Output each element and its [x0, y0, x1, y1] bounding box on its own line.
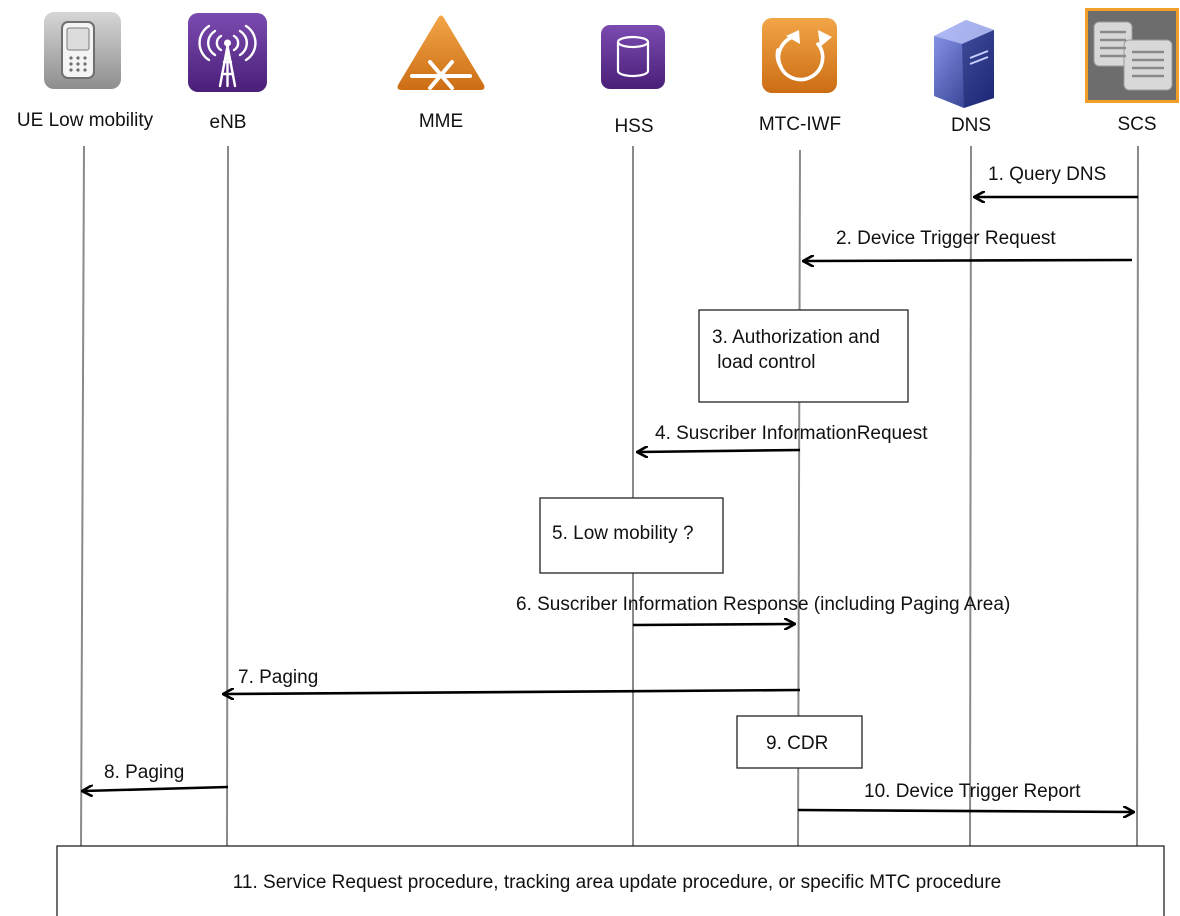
server-stack-icon: [1085, 8, 1179, 103]
server-tower-icon: [934, 20, 994, 108]
message-label-paging-enb: 7. Paging: [238, 667, 318, 688]
lifeline-dns: [969, 145, 972, 847]
note-box-low-mobility: [539, 497, 724, 574]
message-arrow-subscriber-information-request: [638, 450, 801, 452]
message-label-device-trigger-request: 2. Device Trigger Request: [836, 228, 1056, 249]
message-arrow-subscriber-information-response: [632, 624, 794, 625]
lifeline-enb: [226, 145, 229, 847]
lifeline-scs: [1136, 145, 1139, 847]
message-arrow-paging-ue: [83, 787, 229, 791]
note-text-low-mobility: 5. Low mobility ?: [552, 523, 694, 544]
note-text-cdr: 9. CDR: [766, 733, 828, 754]
note-box-cdr: [736, 715, 863, 769]
message-arrow-device-trigger-request: [804, 260, 1133, 261]
mobile-phone-icon: [44, 12, 121, 89]
database-icon: [601, 25, 665, 89]
footer-text-service-request: 11. Service Request procedure, tracking …: [233, 872, 1002, 893]
footer-box-service-request: [56, 845, 1165, 916]
entity-label-enb: eNB: [210, 112, 247, 133]
entity-label-hss: HSS: [614, 116, 653, 137]
note-box-authorization: [698, 309, 909, 403]
message-label-device-trigger-report: 10. Device Trigger Report: [864, 781, 1081, 802]
lifeline-ue: [80, 145, 85, 847]
message-label-subscriber-information-request: 4. Suscriber InformationRequest: [655, 423, 928, 444]
circular-arrows-icon: [762, 18, 837, 93]
note-line-authorization-2: load control: [712, 352, 816, 373]
entity-label-ue: UE Low mobility: [17, 110, 154, 131]
message-label-subscriber-information-response: 6. Suscriber Information Response (inclu…: [516, 594, 1010, 615]
message-label-query-dns: 1. Query DNS: [988, 164, 1106, 185]
note-text-authorization: 3. Authorization and load control: [712, 327, 885, 373]
message-arrow-paging-enb: [224, 690, 801, 694]
entity-label-dns: DNS: [951, 115, 991, 136]
antenna-tower-icon: [188, 13, 267, 92]
entity-label-mme: MME: [419, 111, 463, 132]
message-label-paging-ue: 8. Paging: [104, 762, 184, 783]
router-triangle-icon: [397, 15, 485, 90]
note-line-authorization-1: 3. Authorization and: [712, 327, 880, 348]
message-arrow-device-trigger-report: [797, 810, 1133, 812]
entity-label-scs: SCS: [1117, 114, 1156, 135]
entity-label-mtc-iwf: MTC-IWF: [759, 114, 841, 135]
